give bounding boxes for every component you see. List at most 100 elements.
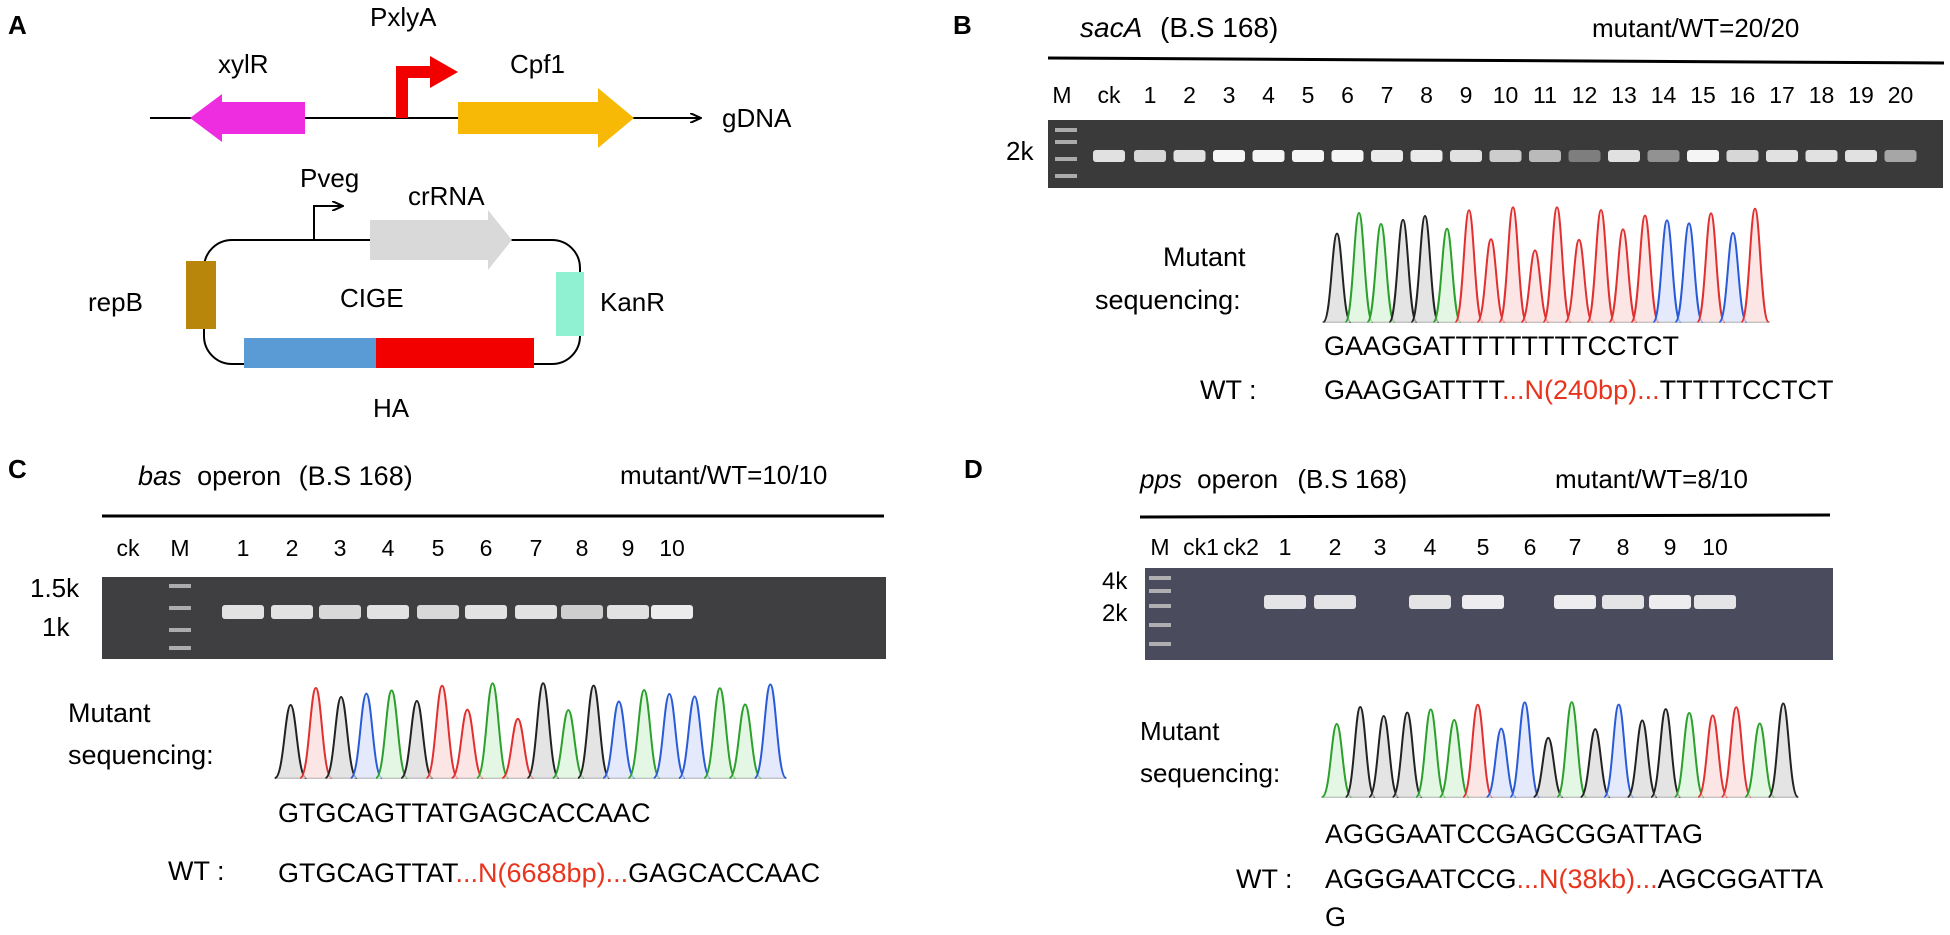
- pveg-promoter-icon: [313, 206, 342, 240]
- peak-fill: [426, 685, 458, 778]
- peak-fill: [1674, 713, 1704, 797]
- lane-label: 8: [1420, 82, 1433, 108]
- peak-fill: [527, 683, 559, 778]
- lane-label: 4: [382, 535, 395, 561]
- peak-trace: [551, 709, 586, 779]
- lane-label: 2: [1183, 82, 1196, 108]
- lane-label: ck: [117, 535, 141, 561]
- gel-band: [1608, 150, 1640, 162]
- peak-trace: [1720, 706, 1752, 798]
- marker-band: [1149, 604, 1171, 608]
- marker-band: [1149, 623, 1171, 627]
- peak-fill: [1486, 728, 1516, 797]
- panel-a: A xylR PxlyA Cpf1 gDNA Pveg crRNA repB C…: [8, 2, 792, 423]
- gel-band: [1462, 595, 1504, 609]
- lane-label: 8: [576, 535, 589, 561]
- peak-fill: [1675, 223, 1703, 322]
- kanr-label: KanR: [600, 287, 665, 317]
- peak-trace: [1432, 227, 1462, 323]
- peak-fill: [375, 690, 408, 778]
- peak-fill: [476, 683, 509, 778]
- peak-trace: [1608, 228, 1638, 323]
- peak-trace: [1603, 703, 1635, 798]
- panel-c-wt-label: WT :: [168, 856, 225, 886]
- peak-trace: [1696, 212, 1726, 323]
- panel-b-wt-seq: GAAGGATTTT...N(240bp)...TTTTTCCTCT: [1324, 375, 1834, 405]
- peak-trace: [1476, 238, 1506, 323]
- peak-trace: [1697, 714, 1729, 798]
- panel-b-wt-deletion: ...N(240bp)...: [1502, 375, 1660, 405]
- peak-fill: [325, 697, 357, 778]
- panel-c-gel: [102, 577, 886, 659]
- panel-d-gene: pps: [1139, 464, 1182, 494]
- marker-band: [169, 584, 191, 588]
- panel-c-mutant-seq: GTGCAGTTATGAGCACCAAC: [278, 798, 651, 828]
- gel-band: [1805, 150, 1838, 162]
- lane-label: 9: [1460, 82, 1473, 108]
- ha-right-block: [376, 338, 534, 368]
- lane-label: 6: [1524, 534, 1537, 560]
- xylR-gene-arrow: [190, 94, 305, 142]
- lane-label: ck1: [1183, 534, 1219, 560]
- peak-fill: [1565, 239, 1593, 322]
- peak-trace: [1415, 708, 1447, 798]
- lane-label: 1: [237, 535, 250, 561]
- lane-label: 11: [1533, 82, 1557, 108]
- gel-band: [1292, 150, 1324, 162]
- panel-c-letter: C: [8, 454, 27, 484]
- peak-fill: [1580, 729, 1610, 797]
- gel-band: [1766, 150, 1798, 162]
- peak-fill: [350, 693, 383, 778]
- panel-d-wt-left: AGGGAATCCG: [1325, 864, 1517, 894]
- peak-trace: [1740, 207, 1770, 323]
- panel-a-letter: A: [8, 10, 27, 40]
- panel-c-gene: bas: [138, 461, 182, 491]
- lane-label: 16: [1730, 82, 1756, 108]
- peak-trace: [1322, 232, 1352, 323]
- peak-fill: [1345, 706, 1375, 797]
- lane-label: 14: [1651, 82, 1677, 108]
- panel-b-gel: [1048, 120, 1943, 188]
- gel-band: [515, 605, 557, 619]
- peak-trace: [273, 704, 308, 779]
- peak-fill: [1631, 215, 1659, 322]
- peak-trace: [1368, 715, 1400, 798]
- peak-trace: [1454, 209, 1484, 323]
- peak-fill: [603, 701, 635, 778]
- peak-trace: [526, 682, 560, 779]
- panel-d-wt-deletion: ...N(38kb)...: [1517, 864, 1658, 894]
- lane-label: ck2: [1223, 534, 1259, 560]
- peak-trace: [1564, 238, 1594, 323]
- peak-trace: [1767, 702, 1799, 798]
- peak-trace: [1509, 701, 1541, 798]
- ha-label: HA: [373, 393, 410, 423]
- gel-band: [1554, 595, 1596, 609]
- peak-fill: [274, 705, 307, 778]
- lane-label: 10: [1493, 82, 1519, 108]
- panel-d-strain: (B.S 168): [1297, 464, 1407, 494]
- lane-label: 3: [334, 535, 347, 561]
- marker-band: [1149, 589, 1171, 593]
- lane-label: 5: [1477, 534, 1490, 560]
- peak-fill: [1392, 712, 1422, 797]
- gel-band: [1331, 150, 1364, 162]
- peak-fill: [1698, 715, 1728, 797]
- peak-trace: [425, 684, 459, 779]
- peak-fill: [704, 688, 736, 778]
- lane-label: 17: [1769, 82, 1795, 108]
- lane-label: 7: [1569, 534, 1582, 560]
- peak-trace: [1542, 206, 1572, 323]
- lane-label: 5: [432, 535, 445, 561]
- panel-c-operon: operon: [197, 461, 281, 491]
- gel-band: [1134, 150, 1166, 162]
- gel-band: [1845, 150, 1877, 162]
- peak-fill: [1543, 207, 1571, 322]
- panel-d-chromatogram: [1321, 701, 1799, 798]
- peak-trace: [1652, 219, 1682, 323]
- gel-band: [1450, 150, 1482, 162]
- gel-band: [1647, 150, 1680, 162]
- gel-band: [271, 605, 313, 619]
- lane-label: 12: [1572, 82, 1598, 108]
